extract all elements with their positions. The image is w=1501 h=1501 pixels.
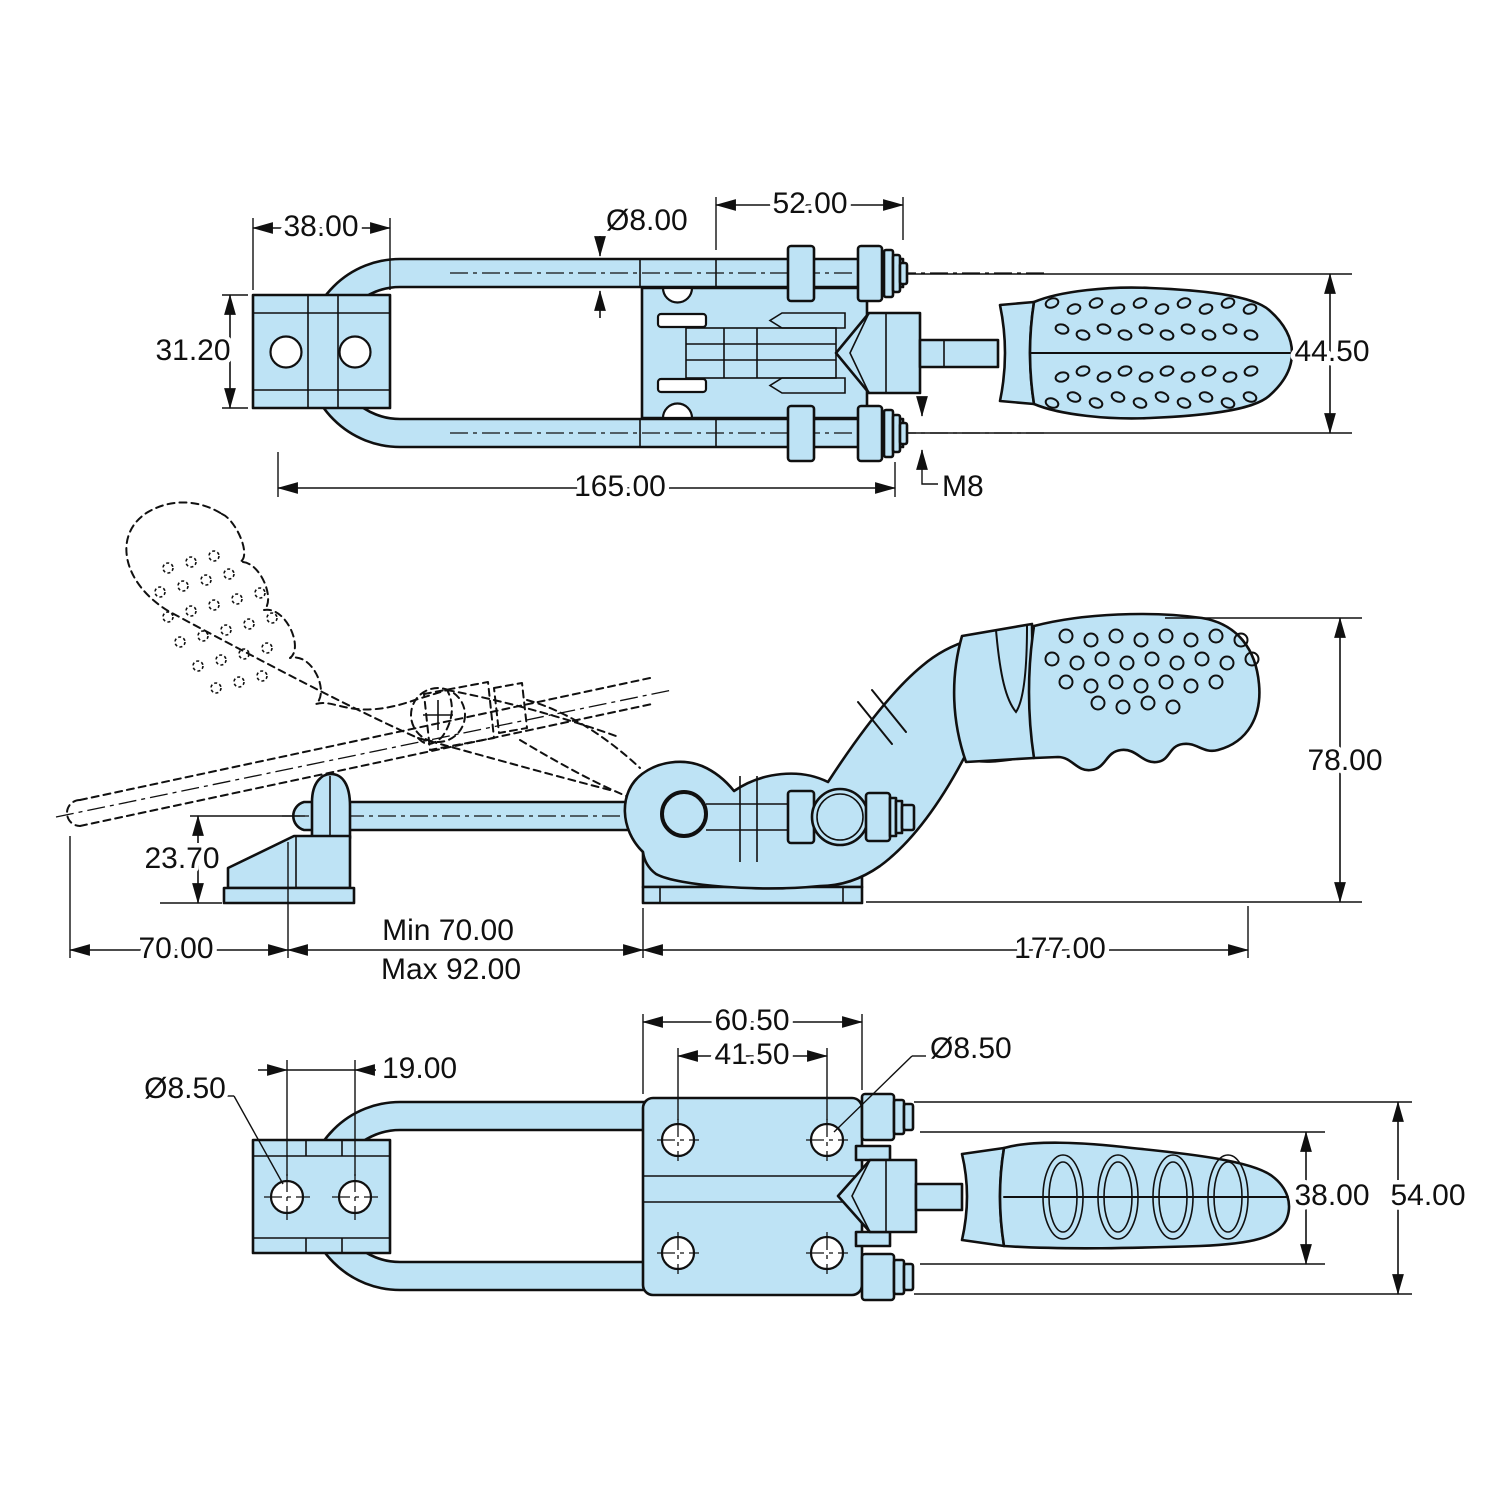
dim-body-length: 177.00 [1014,932,1106,965]
dim-bracket-hole-spacing: 19.00 [382,1052,457,1085]
dim-outer-width: 54.00 [1390,1179,1465,1212]
grip-perforations-top-view [1044,297,1259,409]
bottom-view: 60.50 41.50 Ø8.50 19.00 Ø8.50 38.00 [140,999,1470,1302]
nuts-bottom-view [836,1092,964,1302]
dim-base-hole-diameter: Ø8.50 [930,1032,1012,1065]
catch-bracket-side-view [222,772,356,905]
bracket-hole [338,335,372,369]
dim-thread-length: 52.00 [772,187,847,220]
base-plate-bottom-view [641,1096,864,1297]
dim-rod-diameter: Ø8.00 [606,204,688,237]
grip-grooves-bottom-view [1042,1154,1249,1240]
bracket-hole [269,335,303,369]
dim-bracket-hole-diameter: Ø8.50 [144,1072,226,1105]
rod-nuts-top-view [786,244,909,463]
dim-thread-spec: M8 [942,470,984,503]
dim-reach-min: Min 70.00 [382,914,514,947]
dim-catch-height: 23.70 [144,842,219,875]
phantom-grip-perforations [154,550,278,694]
dim-base-width: 60.50 [714,1004,789,1037]
top-view-dimensions: 38.00 Ø8.00 52.00 31.20 44.50 165.00 [151,182,1374,507]
dim-reach-max: Max 92.00 [381,953,521,986]
side-view: 23.70 70.00 Min 70.00 Max 92.00 177.00 7… [55,501,1387,990]
dim-bracket-height: 31.20 [155,334,230,367]
dim-base-hole-spacing: 41.50 [714,1038,789,1071]
grip-perforations-side-view [1044,628,1260,715]
dim-handle-envelope: 44.50 [1294,335,1369,368]
phantom-open-position [55,501,728,855]
dim-overall-height: 78.00 [1307,744,1382,777]
pivot-assembly-side-view [660,787,916,847]
latch-rod-side-view [291,800,702,832]
dim-tip-overhang: 70.00 [138,932,213,965]
hex-adjuster-top-view [834,311,1000,395]
clamp-body-top-view [640,286,869,420]
top-view: 38.00 Ø8.00 52.00 31.20 44.50 165.00 [151,182,1374,507]
handle-top-view [998,286,1294,420]
latch-bracket-bottom-view [251,1138,392,1255]
dim-grip-width: 38.00 [1294,1179,1369,1212]
dim-bracket-width: 38.00 [283,210,358,243]
handle-bottom-view [960,1141,1291,1250]
side-view-dimensions: 23.70 70.00 Min 70.00 Max 92.00 177.00 7… [69,617,1387,990]
bottom-view-dimensions: 60.50 41.50 Ø8.50 19.00 Ø8.50 38.00 [140,999,1470,1295]
handle-side-view [952,612,1261,772]
clamp-side-view [222,612,1261,905]
latch-bracket-top-view [251,293,392,410]
dim-overall-length: 165.00 [574,470,666,503]
